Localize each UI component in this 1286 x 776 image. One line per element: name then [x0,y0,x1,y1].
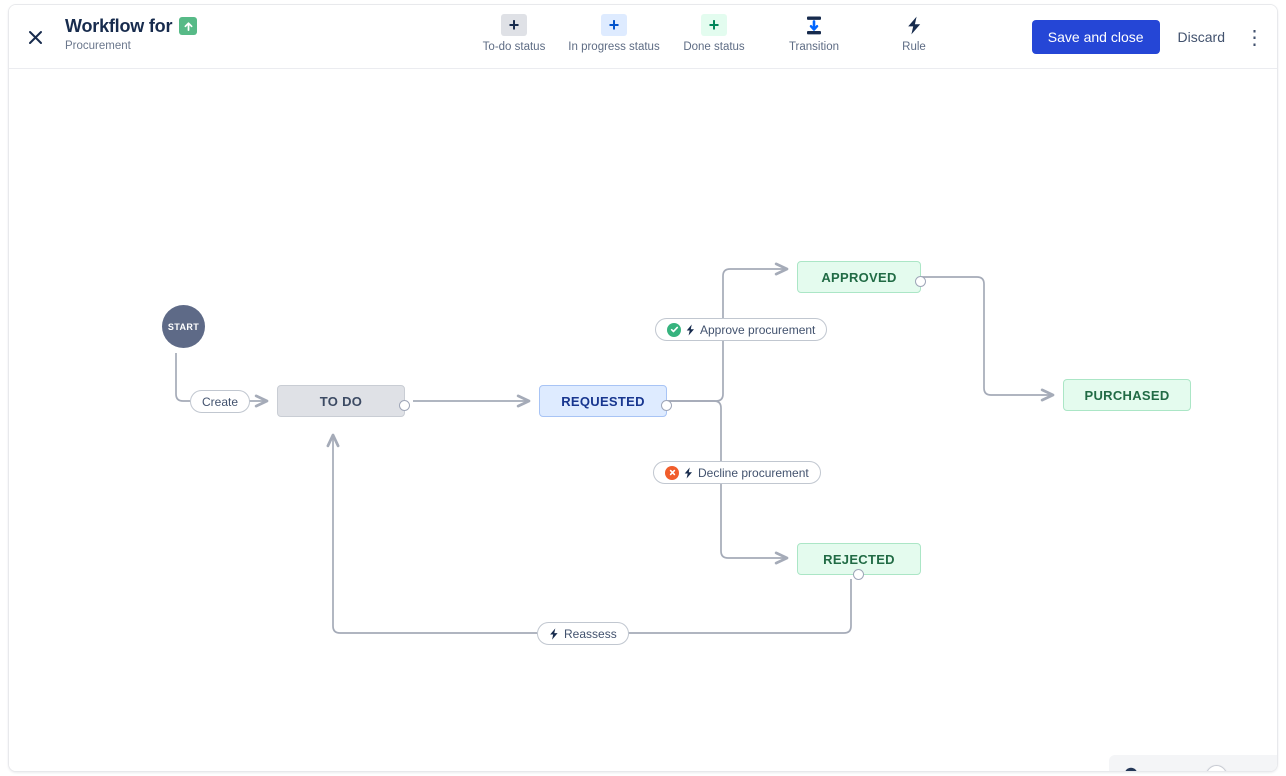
tool-transition[interactable]: Transition [764,11,864,53]
plus-icon: + [601,14,627,36]
rule-bolt-icon [549,627,559,640]
header-actions: Save and close Discard ⋮ [1031,20,1267,54]
start-node[interactable]: START [162,305,205,348]
transition-label: Approve procurement [700,322,816,337]
more-options-icon[interactable]: ⋮ [1244,26,1266,49]
discard-button[interactable]: Discard [1164,20,1239,54]
magnifier-minus-icon[interactable] [1123,766,1142,771]
transition-label: Reassess [564,626,617,641]
connector-dot-approved-right[interactable] [915,276,926,287]
editor-header: Workflow for Procurement + To-do status … [9,5,1277,69]
close-icon[interactable] [19,21,51,53]
plus-icon: + [501,14,527,36]
zoom-control[interactable] [1109,755,1277,771]
check-circle-icon [667,322,681,337]
zoom-slider-thumb[interactable] [1206,764,1227,771]
tool-label: In progress status [568,41,660,53]
tool-label: To-do status [482,41,546,53]
page-subtitle: Procurement [65,40,131,52]
tool-label: Rule [902,41,926,53]
transition-reassess[interactable]: Reassess [537,622,629,645]
workflow-edges [175,262,1055,634]
tool-todo-status[interactable]: + To-do status [464,11,564,53]
title-block: Workflow for Procurement [65,15,198,53]
transition-decline-procurement[interactable]: Decline procurement [653,461,821,484]
tool-in-progress-status[interactable]: + In progress status [564,11,664,53]
tool-rule[interactable]: Rule [864,11,964,53]
rule-bolt-icon [686,324,695,336]
connector-dot-to-do-right[interactable] [399,400,410,411]
connector-dot-requested-right[interactable] [661,400,672,411]
transition-label: Create [202,394,239,409]
error-circle-icon [665,465,679,480]
save-and-close-button[interactable]: Save and close [1031,20,1160,54]
workflow-canvas[interactable]: START TO DO REQUESTED APPROVED REJECTED … [9,69,1277,771]
transition-create[interactable]: Create [190,390,251,413]
status-node-to-do[interactable]: TO DO [277,385,405,417]
transition-label: Decline procurement [698,465,809,480]
tool-label: Done status [683,41,745,53]
tool-done-status[interactable]: + Done status [664,11,764,53]
status-node-requested[interactable]: REQUESTED [539,385,667,417]
workflow-editor-card: Workflow for Procurement + To-do status … [8,4,1278,772]
tool-label: Transition [788,41,840,53]
connector-dot-rejected-bottom[interactable] [853,569,864,580]
rule-bolt-icon [684,467,693,479]
transition-approve-procurement[interactable]: Approve procurement [655,318,828,341]
rule-bolt-icon [901,14,927,36]
page-title: Workflow for [65,16,173,36]
plus-icon: + [701,14,727,36]
editor-toolbar: + To-do status + In progress status + Do… [464,11,964,53]
transition-icon [801,14,827,36]
arrow-up-avatar-icon [179,17,198,35]
status-node-approved[interactable]: APPROVED [797,261,921,293]
status-node-purchased[interactable]: PURCHASED [1063,379,1191,411]
